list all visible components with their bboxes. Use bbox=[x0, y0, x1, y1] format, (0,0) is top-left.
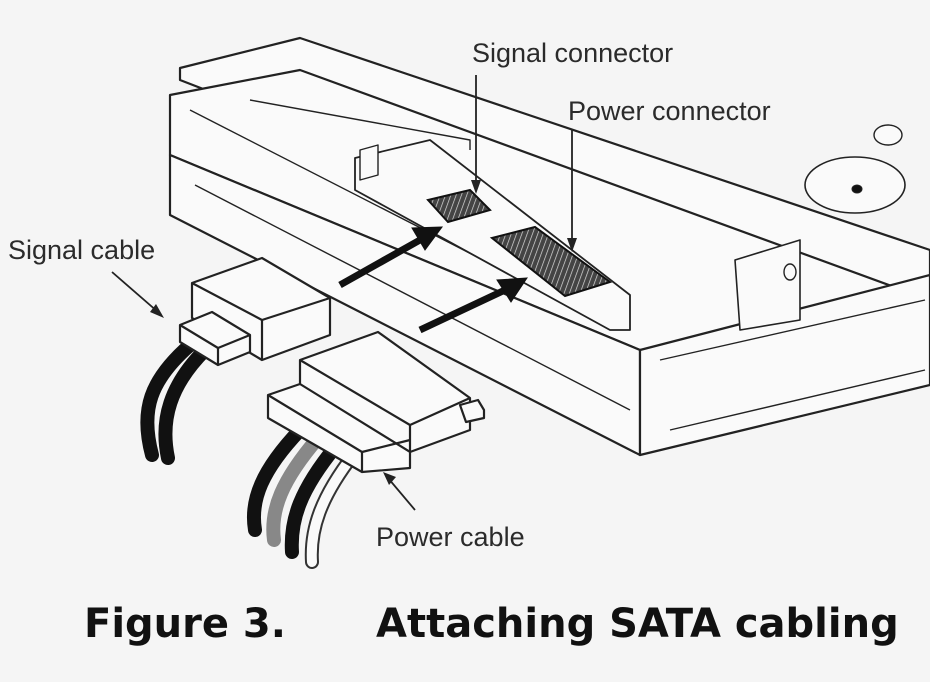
power-connector-label: Power connector bbox=[568, 96, 771, 126]
drive-side-face bbox=[638, 273, 930, 457]
hard-drive bbox=[168, 36, 930, 457]
signal-connector-port bbox=[426, 188, 492, 224]
power-cable bbox=[247, 330, 486, 569]
power-cable-wire-gray bbox=[266, 431, 325, 547]
signal-connector-label: Signal connector bbox=[472, 38, 674, 68]
figure-number: Figure 3. bbox=[84, 601, 286, 647]
label-leader-lines bbox=[111, 75, 577, 511]
power-cable-wire-black-2 bbox=[284, 439, 343, 559]
power-cable-label: Power cable bbox=[376, 522, 525, 552]
mounting-hole bbox=[783, 263, 797, 281]
signal-insert-arrowhead bbox=[411, 226, 444, 251]
insertion-arrows bbox=[338, 226, 528, 334]
power-cable-wire-black-1 bbox=[247, 423, 307, 537]
power-connector-port bbox=[489, 225, 613, 298]
signal-cable-wires bbox=[140, 338, 197, 462]
signal-cable bbox=[140, 256, 332, 465]
signal-cable-label: Signal cable bbox=[8, 235, 156, 265]
sata-cabling-illustration bbox=[111, 36, 930, 569]
figure-caption-title: Attaching SATA cabling bbox=[376, 601, 899, 647]
power-plug-latch bbox=[458, 398, 486, 424]
power-insert-arrowhead bbox=[496, 277, 528, 303]
